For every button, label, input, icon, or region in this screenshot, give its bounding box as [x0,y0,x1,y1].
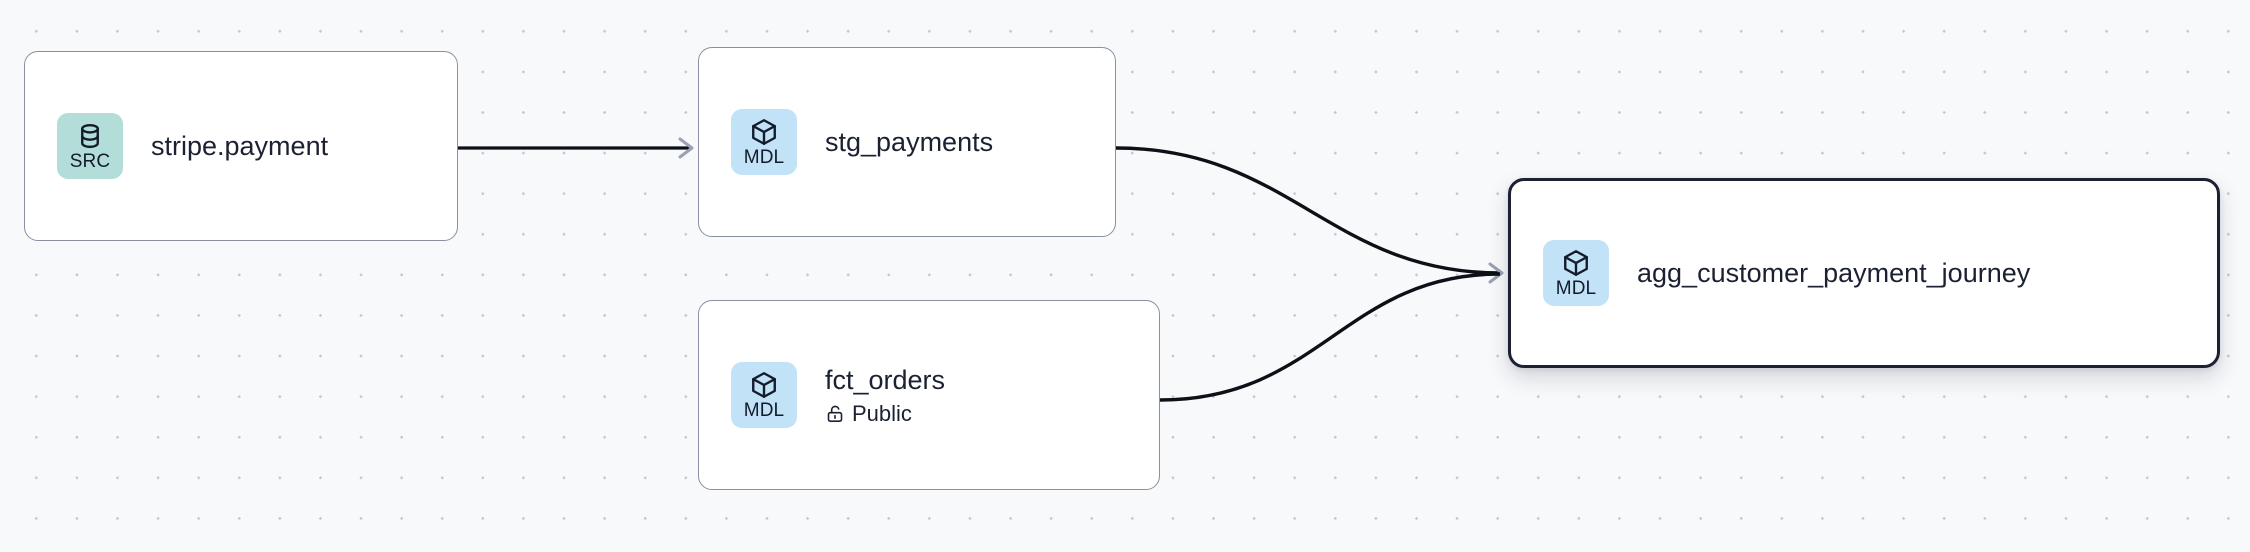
edge-fct-orders-to-agg-customer-payment-journey [1159,272,1501,402]
lineage-node-stripe-payment[interactable]: SRC stripe.payment [24,51,458,241]
node-body: agg_customer_payment_journey [1637,257,2030,290]
model-type-badge: MDL [1543,240,1609,306]
lineage-node-agg-customer-payment-journey[interactable]: MDL agg_customer_payment_journey [1508,178,2220,368]
node-body: stg_payments [825,126,993,159]
database-icon [81,123,99,148]
edge-stg-payments-to-agg-customer-payment-journey [1115,146,1504,284]
node-body: fct_orders Public [825,364,945,427]
node-title: stripe.payment [151,130,329,161]
source-type-badge: SRC [57,113,123,179]
cube-icon [752,118,776,145]
visibility-badge: Public [825,401,945,427]
edge-stripe-payment-to-stg-payments [458,137,694,159]
lineage-node-stg-payments[interactable]: MDL stg_payments [698,47,1116,237]
source-type-badge-label: SRC [69,150,111,172]
model-type-badge: MDL [731,362,797,428]
node-body: stripe.payment [151,130,328,163]
node-title: stg_payments [825,126,994,157]
model-type-badge-label: MDL [743,399,785,421]
unlocked-padlock-icon [827,405,843,422]
lineage-node-fct-orders[interactable]: MDL fct_orders Public [698,300,1160,490]
model-type-badge-label: MDL [743,146,785,168]
visibility-badge-label: Public [852,400,912,426]
model-type-badge-label: MDL [1555,277,1597,299]
cube-icon [1564,249,1588,276]
node-title: agg_customer_payment_journey [1637,257,2031,288]
cube-icon [752,371,776,398]
node-title: fct_orders [825,364,946,395]
model-type-badge: MDL [731,109,797,175]
